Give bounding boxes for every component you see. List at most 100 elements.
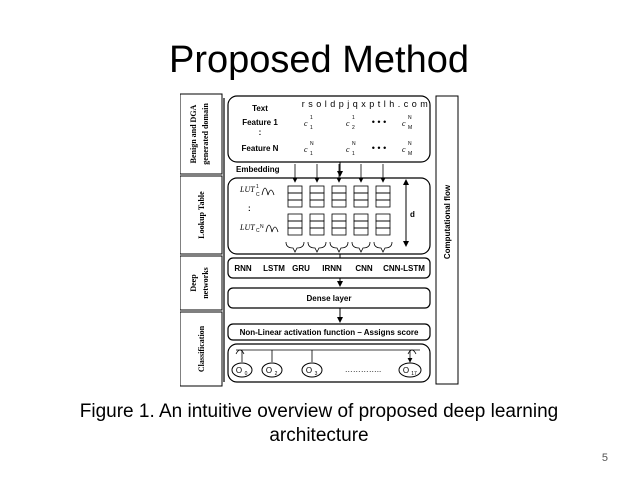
side-label-domain-2: generated domain <box>201 103 210 165</box>
lookup-cell <box>353 199 369 208</box>
lut-n-sub: C <box>256 228 260 234</box>
cell-dots-2: • • • <box>372 143 386 153</box>
cell-cn2-sub: 1 <box>352 151 355 157</box>
dense-layer-box <box>227 287 431 309</box>
lookup-cell <box>375 227 391 236</box>
network-lstm: LSTM <box>263 264 285 273</box>
embedding-label: Embedding <box>236 165 280 174</box>
lookup-cell <box>375 192 391 201</box>
lookup-cell <box>287 220 303 229</box>
network-gru: GRU <box>292 264 310 273</box>
domain-characters: r s o l d p j q x p t l h . c o m <box>302 99 429 109</box>
output-o17-sub: 17 <box>411 371 417 377</box>
output-o2: O <box>266 366 272 375</box>
page-number: 5 <box>601 452 608 464</box>
lookup-cell <box>309 213 325 222</box>
lookup-brace <box>285 241 393 253</box>
lookup-cell <box>309 199 325 208</box>
activation-box <box>227 323 431 341</box>
lookup-grid <box>287 164 391 236</box>
text-label: Text <box>252 104 268 113</box>
side-box-domain <box>180 93 223 175</box>
dimension-label: d <box>410 210 415 219</box>
slide-title: Proposed Method <box>169 39 469 81</box>
network-cnn-lstm: CNN-LSTM <box>383 264 425 273</box>
feature-n-label: Feature N <box>242 144 279 153</box>
cell-c21-sup: 1 <box>352 115 355 121</box>
lookup-cell <box>309 185 325 194</box>
cell-cm1-sub: M <box>408 125 412 131</box>
side-label-domain-1: Benign and DGA <box>189 104 198 163</box>
network-labels: RNN LSTM GRU IRNN CNN CNN-LSTM <box>234 264 425 273</box>
cell-cm1-sup: N <box>408 115 412 121</box>
lookup-cell <box>331 220 347 229</box>
lookup-cell <box>287 227 303 236</box>
feature-cells-row-1: c 1 1 c 1 2 • • • c N M <box>304 115 412 131</box>
output-node-3 <box>301 362 323 378</box>
side-labels: Benign and DGA generated domain Lookup T… <box>180 93 223 387</box>
lookup-cell <box>353 192 369 201</box>
side-box-classification <box>180 311 223 387</box>
computational-flow-label: Computational flow <box>443 184 452 259</box>
feature-1-label: Feature 1 <box>242 118 278 127</box>
lookup-cell <box>375 199 391 208</box>
computational-flow-box <box>435 95 459 385</box>
output-o3-sub: 3 <box>315 371 318 377</box>
lut-n-wave <box>265 224 279 233</box>
cell-c11: c <box>304 119 308 128</box>
cell-cn2: c <box>346 145 350 154</box>
lookup-cell <box>331 213 347 222</box>
lut-n-label: LUT <box>239 223 255 232</box>
lookup-cell <box>375 185 391 194</box>
lookup-cell <box>331 192 347 201</box>
output-o3: O <box>306 366 312 375</box>
output-arrows <box>241 350 410 362</box>
network-rnn: RNN <box>234 264 252 273</box>
figure-caption: Figure 1. An intuitive overview of propo… <box>40 400 598 448</box>
feature-colon: : <box>259 128 262 137</box>
side-box-deep <box>180 255 223 311</box>
cell-c11-sup: 1 <box>310 115 313 121</box>
lut-1-sup: 1 <box>256 184 259 190</box>
text-feature-box <box>227 95 431 163</box>
networks-box <box>227 257 431 279</box>
output-o0: O <box>236 366 242 375</box>
lut-n-sup: N <box>260 224 264 230</box>
lut-1-wave <box>261 187 275 196</box>
cell-dots-1: • • • <box>372 117 386 127</box>
cell-cm1: c <box>402 119 406 128</box>
side-label-deep-2: networks <box>201 267 210 299</box>
cell-cn2-sup: N <box>352 141 356 147</box>
lookup-cell <box>287 199 303 208</box>
lookup-cell <box>353 185 369 194</box>
side-box-lookup <box>180 175 223 255</box>
lookup-cell <box>353 220 369 229</box>
feature-cells-row-2: c N 1 c N 1 • • • c N M <box>304 141 412 157</box>
cell-cnm-sub: M <box>408 151 412 157</box>
output-curves <box>235 349 417 355</box>
cell-cnm-sup: N <box>408 141 412 147</box>
lookup-cell <box>309 220 325 229</box>
cell-cn1-sub: 1 <box>310 151 313 157</box>
lookup-cell <box>375 220 391 229</box>
output-o17: O <box>403 366 409 375</box>
lookup-cell <box>353 227 369 236</box>
lut-1-sub: C <box>256 192 260 198</box>
output-o0-sub: 0 <box>245 371 248 377</box>
lookup-cell <box>287 185 303 194</box>
lookup-cell <box>353 213 369 222</box>
dense-layer-label: Dense layer <box>307 294 352 303</box>
cell-c21-sub: 2 <box>352 125 355 131</box>
lookup-table-box <box>227 177 431 255</box>
lookup-cell <box>309 192 325 201</box>
side-label-classification: Classification <box>197 325 206 372</box>
lut-1-label: LUT <box>239 185 255 194</box>
cell-c21: c <box>346 119 350 128</box>
output-node-0 <box>231 362 253 378</box>
lookup-cell <box>287 213 303 222</box>
cell-cnm: c <box>402 145 406 154</box>
network-irnn: IRNN <box>322 264 342 273</box>
caption-line-2: architecture <box>269 425 369 446</box>
side-label-deep-1: Deep <box>189 274 198 292</box>
cell-cn1-sup: N <box>310 141 314 147</box>
